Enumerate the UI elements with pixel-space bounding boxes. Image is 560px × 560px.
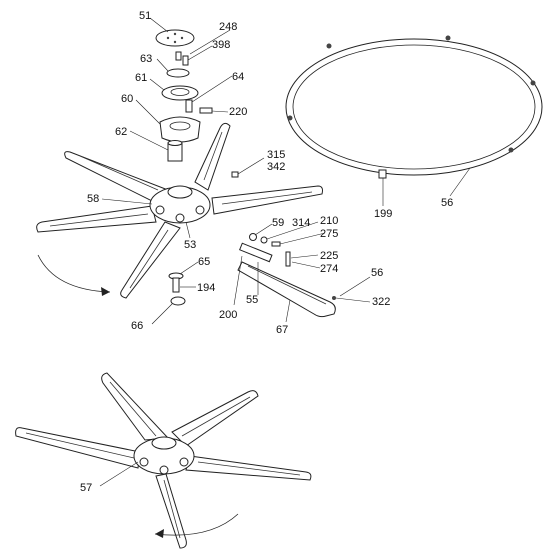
bolt-210 [271,241,281,247]
leader-lines [99,17,471,487]
label-194: 194 [197,282,215,294]
assembled-blade-back-left [101,372,170,441]
screw-220 [199,107,213,114]
bolt-248 [175,51,182,61]
label-274: 274 [320,263,338,275]
stud-194 [172,277,180,293]
part-number-labels: 51 248 398 63 61 64 60 220 62 315 342 58… [80,10,453,494]
label-67: 67 [276,324,288,336]
label-56-blade: 56 [371,267,383,279]
label-59: 59 [272,217,284,229]
label-65: 65 [198,256,210,268]
label-63: 63 [140,53,152,65]
detached-blade-assembly [237,233,336,318]
inner-ring-edge [292,44,536,170]
assembled-blade-front [155,473,187,549]
pin-225 [285,251,291,267]
hub-collar [167,185,193,199]
assembled-rotor [15,372,312,549]
nut-66 [170,296,186,306]
small-parts [168,169,387,306]
screw-315 [231,171,239,178]
washer-314 [260,236,268,244]
blade-67 [237,261,336,318]
label-199: 199 [374,208,392,220]
label-55: 55 [246,294,258,306]
blade-front [120,221,181,299]
label-210: 210 [320,215,338,227]
label-200: 200 [219,309,237,321]
ring-assembly [285,35,543,176]
label-58: 58 [87,193,99,205]
clip-199 [378,169,387,179]
assembled-blade-right [185,455,312,481]
outer-ring [285,38,543,176]
blade-right [211,185,323,215]
label-315: 315 [267,149,285,161]
label-248: 248 [219,21,237,33]
rotation-arrow-lower [154,513,239,536]
label-275: 275 [320,228,338,240]
nut-59 [249,233,257,241]
label-62: 62 [115,126,127,138]
label-57: 57 [80,482,92,494]
bearing-61 [161,85,199,101]
shaft-55 [239,242,273,263]
upper-rotor [36,122,323,299]
label-220: 220 [229,106,247,118]
hub-top-stack [155,29,213,162]
fastener-322 [332,296,336,300]
bolt-398 [182,55,189,66]
top-plate-51 [155,29,195,47]
label-56-ring: 56 [441,197,453,209]
label-342: 342 [267,161,285,173]
label-53: 53 [184,239,196,251]
assembled-blade-left [15,427,141,469]
blade-left [36,205,157,233]
label-398: 398 [212,39,230,51]
label-314: 314 [292,217,310,229]
label-322: 322 [372,296,390,308]
ring-63 [166,68,190,78]
assembled-blade-back-right [171,390,259,447]
label-61: 61 [135,72,147,84]
label-51: 51 [139,10,151,22]
pin-64 [185,99,193,113]
rotation-arrow-upper [37,254,111,293]
label-225: 225 [320,250,338,262]
label-64: 64 [232,71,244,83]
blade-back-left [64,151,169,206]
label-60: 60 [121,93,133,105]
label-66: 66 [131,320,143,332]
clamp-60 [159,116,201,143]
